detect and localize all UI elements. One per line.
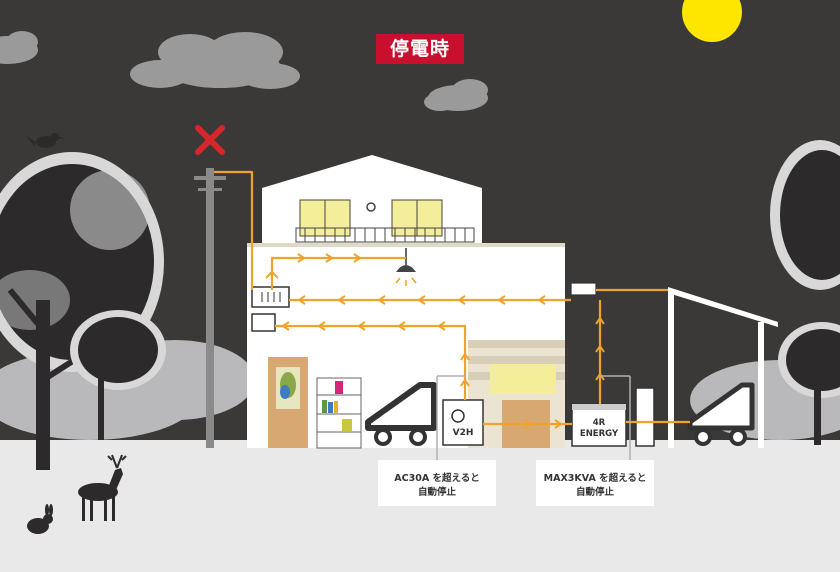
- utility-pole: [194, 168, 226, 448]
- rabbit-icon: [27, 504, 53, 534]
- ceiling-lamp-icon: [395, 248, 417, 286]
- cloud-icon: [424, 79, 488, 111]
- power-outage-x-icon: [195, 125, 225, 155]
- note-line: AC30A を超えると: [394, 473, 480, 484]
- v2h-label: V2H: [452, 428, 474, 438]
- carport: [668, 287, 778, 448]
- car-icon: [365, 382, 437, 446]
- front-door: [268, 357, 308, 448]
- v2h-device: [442, 399, 484, 446]
- energy-label-line1: 4R: [592, 418, 606, 428]
- note-line: 自動停止: [575, 487, 614, 498]
- small-tree: [70, 310, 166, 440]
- car-icon: [687, 382, 755, 446]
- ac30a-note: AC30A を超えると 自動停止: [378, 460, 496, 506]
- energy-label-line2: ENERGY: [579, 429, 619, 439]
- balcony-railing: [304, 228, 466, 242]
- bookshelf: [316, 377, 362, 449]
- sun-icon: [682, 0, 742, 42]
- cloud-icon: [0, 31, 38, 64]
- cloud-icon: [130, 32, 300, 89]
- outdoor-unit: [570, 282, 597, 296]
- note-connectors: [436, 375, 631, 460]
- power-outage-badge: 停電時: [376, 34, 464, 64]
- distribution-board: [251, 286, 290, 332]
- flow-arrows: [265, 253, 605, 429]
- max3kva-note: MAX3KVA を超えると 自動停止: [536, 460, 654, 506]
- deer-icon: [78, 454, 127, 521]
- right-tree: [770, 140, 840, 445]
- bird-icon: [26, 133, 64, 148]
- energy-unit-label: 4R ENERGY: [572, 418, 626, 440]
- note-line: 自動停止: [417, 487, 456, 498]
- note-line: MAX3KVA を超えると: [543, 473, 647, 484]
